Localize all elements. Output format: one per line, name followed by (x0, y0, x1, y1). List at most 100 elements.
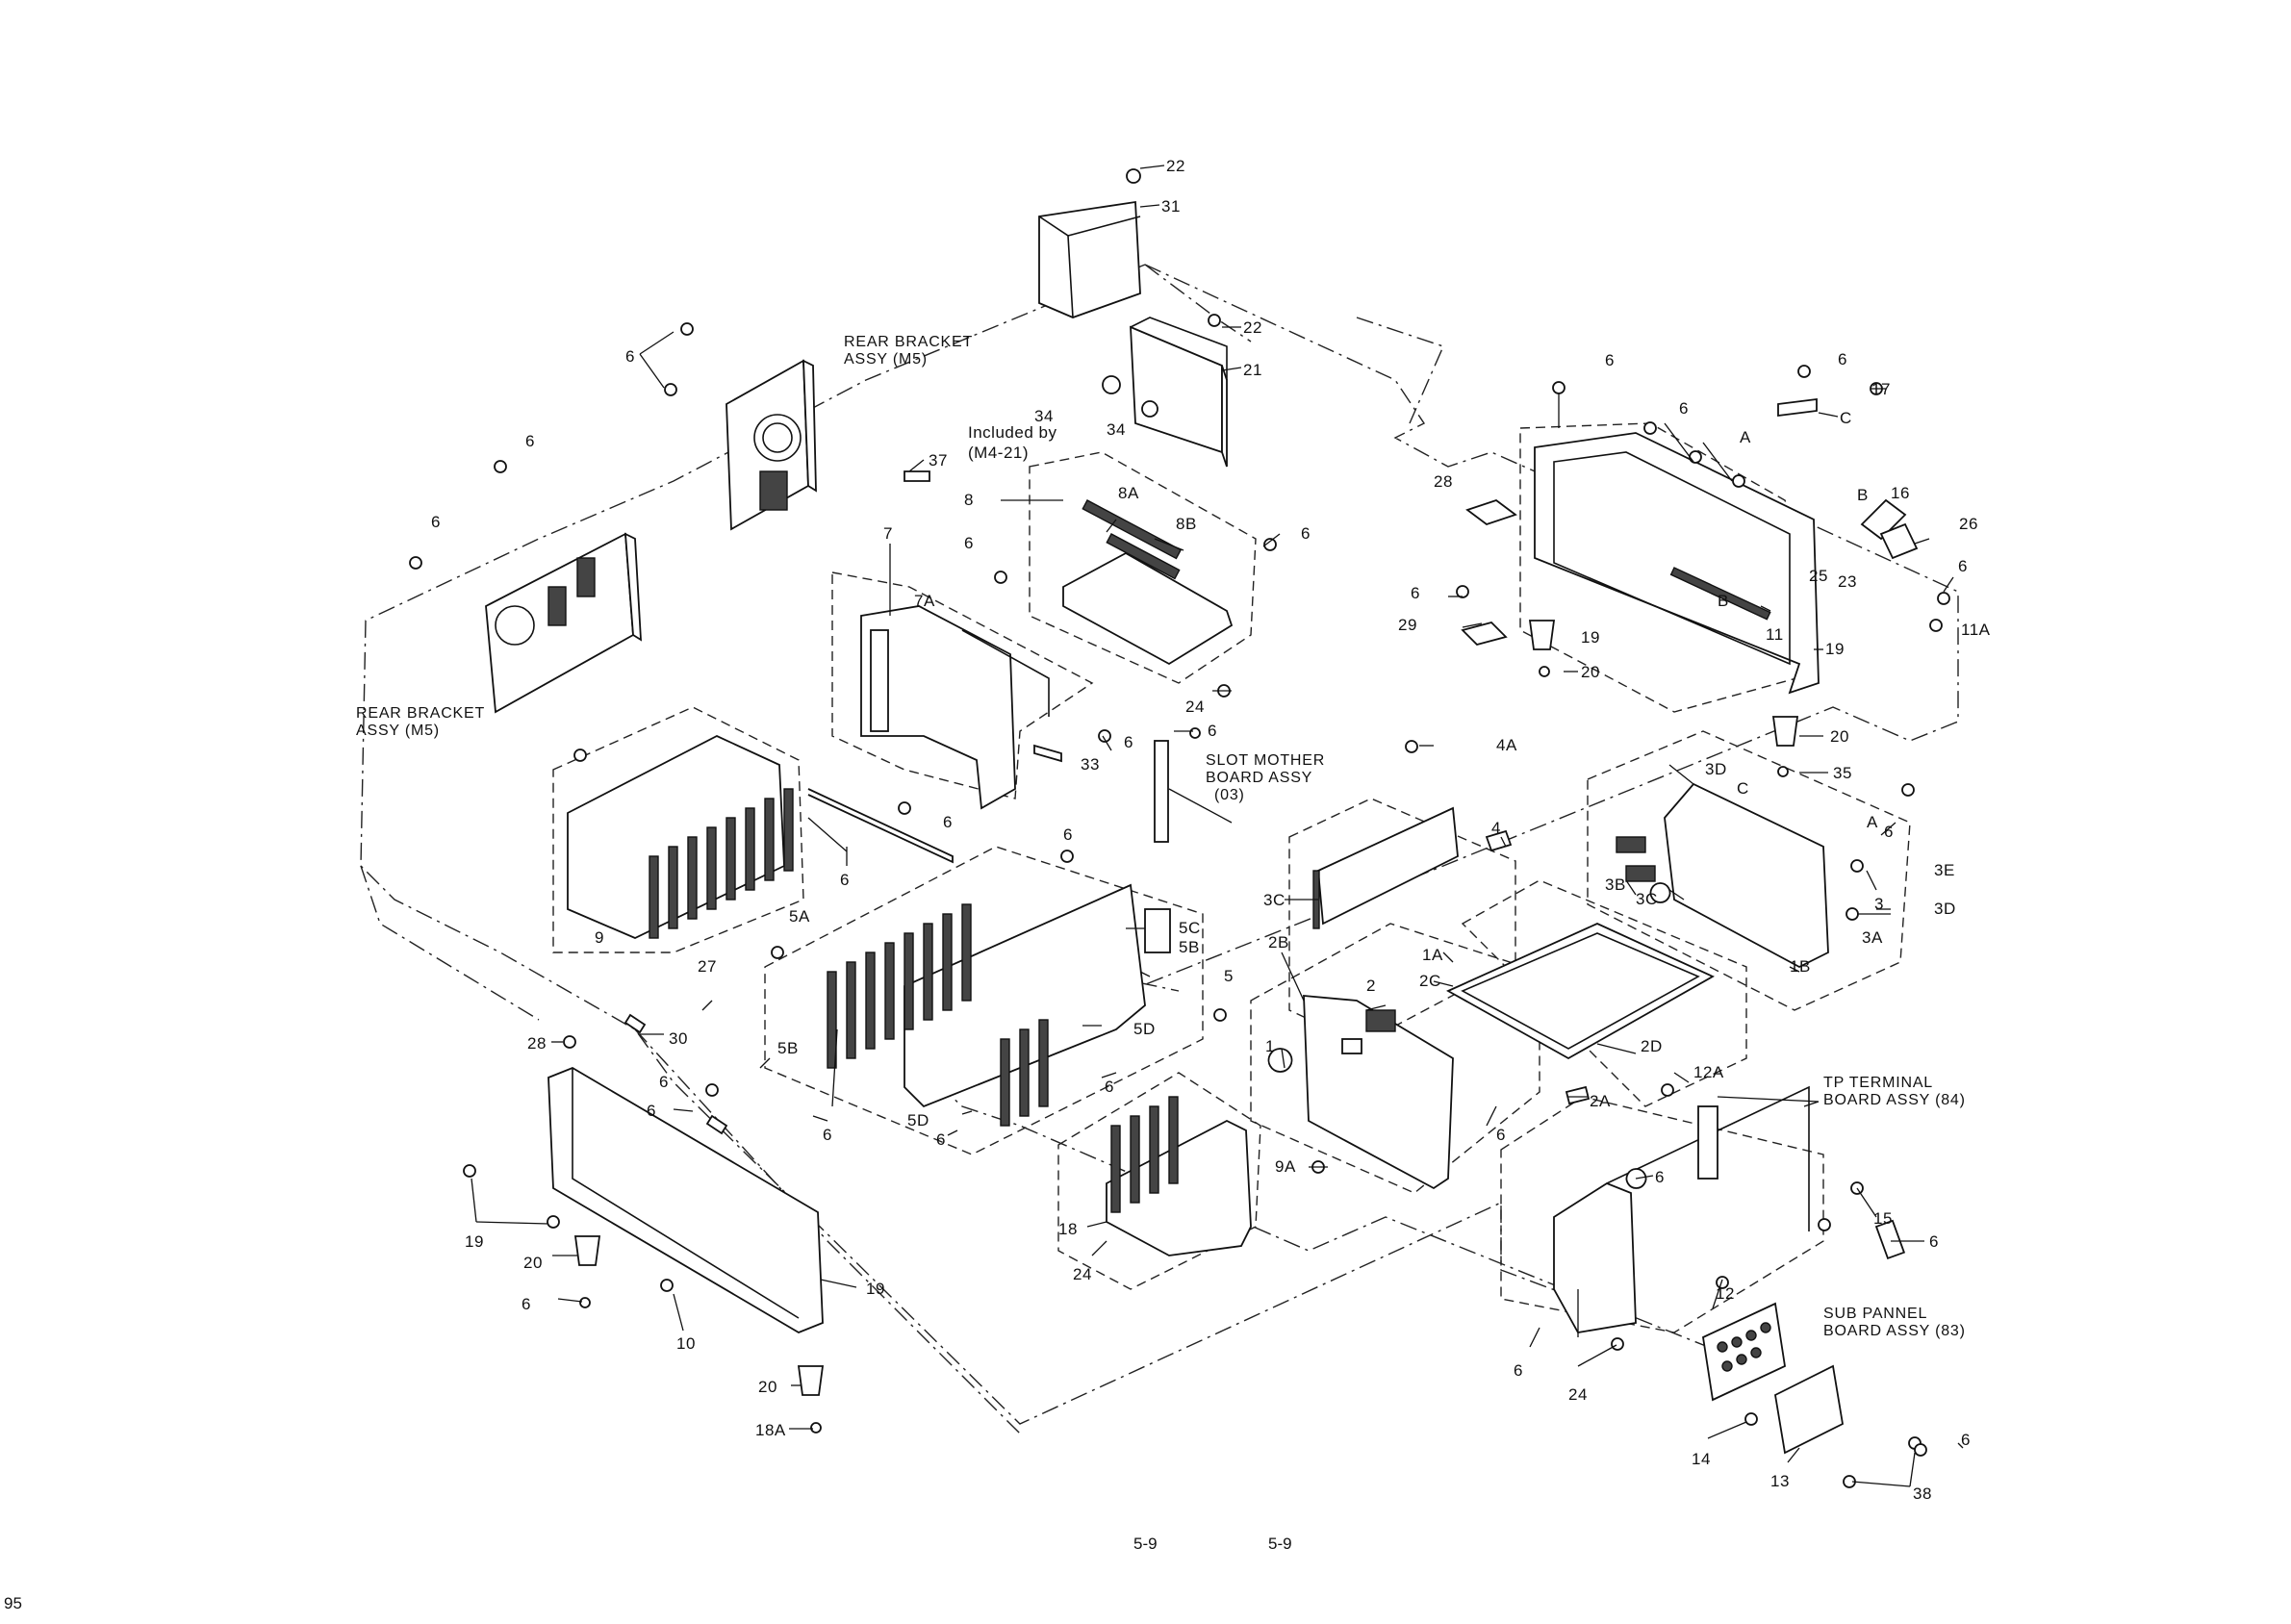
board-components (1717, 1322, 1771, 1372)
top-cover-box (1038, 200, 1141, 318)
connectors (624, 397, 1919, 1189)
callout: 19 (1581, 628, 1600, 647)
callout: 26 (1959, 515, 1978, 533)
screw-icon (1208, 314, 1221, 327)
callout: 6 (1301, 524, 1311, 543)
callout: 6 (1124, 733, 1133, 751)
callout: 3D (1705, 760, 1727, 778)
connector-icon (705, 1114, 728, 1135)
leader-lines (471, 165, 1964, 1487)
screw-icon (1901, 783, 1915, 797)
connector-icon (904, 470, 930, 482)
feet (573, 620, 1799, 1396)
callout: A (1867, 813, 1878, 831)
screw-icon (1213, 1008, 1227, 1022)
callout: 5B (1179, 938, 1200, 956)
connector-icon (1485, 829, 1513, 852)
power-supply-unit (1102, 317, 1228, 468)
side-panel-11 (1534, 432, 1820, 695)
screw-icon (1661, 1083, 1674, 1097)
callout: 1 (1265, 1037, 1275, 1055)
page-number: 95 (4, 1594, 22, 1612)
foot-icon (1771, 716, 1799, 747)
callout: 15 (1873, 1209, 1893, 1228)
screw-icon (994, 571, 1007, 584)
board-part-8 (1062, 499, 1234, 666)
callout: 6 (1655, 1168, 1665, 1186)
callout: 6 (1679, 399, 1689, 418)
callout: 1A (1422, 946, 1443, 964)
slot-fins-9 (649, 788, 794, 939)
screw-icon (1539, 666, 1550, 677)
slot-mother-caption-3: (03) (1214, 787, 1245, 803)
sub-pannel-caption-1: SUB PANNEL (1823, 1306, 1927, 1322)
assembly-captions: REAR BRACKET ASSY (M5) REAR BRACKET ASSY… (356, 334, 1966, 1339)
callout: 13 (1770, 1472, 1790, 1490)
callout: 5D (1133, 1020, 1156, 1038)
board-post-35 (1154, 740, 1169, 843)
screw-icon (660, 1279, 674, 1292)
screw-icon (409, 556, 422, 570)
callout: 11 (1766, 625, 1784, 644)
tp-terminal-caption-1: TP TERMINAL (1823, 1075, 1933, 1091)
callout: 31 (1161, 197, 1181, 216)
rear-bracket-top (725, 359, 817, 531)
callout: 6 (1514, 1361, 1523, 1380)
screw-icon (1797, 365, 1811, 378)
callout: 2D (1641, 1037, 1663, 1055)
callout: 25 (1809, 567, 1828, 585)
callout: 19 (1825, 640, 1845, 658)
screw-icon (1818, 1218, 1831, 1231)
callout: 19 (866, 1280, 885, 1298)
callout: 28 (1434, 472, 1453, 491)
connector-icon (1267, 1048, 1293, 1073)
callout: A (1740, 428, 1751, 446)
connector-icon (1461, 621, 1508, 647)
callout: 24 (1568, 1385, 1588, 1404)
callout: 3C (1263, 891, 1286, 909)
sub-pannel-caption-2: BOARD ASSY (83) (1823, 1323, 1966, 1339)
page-footer: 5-9 5-9 95 (4, 1535, 1292, 1612)
connector-icon (1465, 498, 1517, 526)
screw-icon (664, 383, 677, 396)
callout: 6 (431, 513, 441, 531)
callout: 33 (1081, 755, 1100, 774)
callout: 7 (883, 524, 893, 543)
callout: 10 (676, 1334, 696, 1353)
footer-right-code: 5-9 (1268, 1535, 1292, 1553)
callout: 6 (1105, 1078, 1114, 1096)
connector-icon (624, 1013, 647, 1034)
slot-mother-caption-2: BOARD ASSY (1206, 770, 1312, 786)
screws (409, 168, 1950, 1488)
callout: 5 (1224, 967, 1234, 985)
connector-icon (1777, 397, 1818, 418)
foot-icon (573, 1235, 601, 1266)
bracket-part-2 (1303, 995, 1454, 1190)
screw-icon (1850, 859, 1864, 873)
screw-icon (1611, 1337, 1624, 1351)
sub-pannel-board (1702, 1302, 1844, 1455)
board-part-1 (1446, 923, 1715, 1060)
callout: 3E (1934, 861, 1955, 879)
callout: 34 (1107, 420, 1126, 439)
callout: 6 (1929, 1232, 1939, 1251)
connector-icon (1033, 744, 1062, 763)
callout: 6 (1411, 584, 1420, 602)
group-outlines (552, 422, 1911, 1333)
callout: 2C (1419, 972, 1441, 990)
screw-icon (579, 1297, 591, 1308)
screw-icon (1689, 450, 1702, 464)
callout: 21 (1243, 361, 1262, 379)
callout: 6 (943, 813, 953, 831)
connector-icon (1879, 522, 1919, 560)
callout: 5D (907, 1111, 929, 1129)
screw-icon (1716, 1276, 1729, 1289)
callout: C (1840, 409, 1852, 427)
board-part-3 (1616, 782, 1829, 969)
screw-icon (494, 460, 507, 473)
callout: 6 (1958, 557, 1968, 575)
callout: 6 (1884, 823, 1894, 841)
callout: 6 (1605, 351, 1615, 369)
chassis-part-7 (860, 605, 1050, 810)
